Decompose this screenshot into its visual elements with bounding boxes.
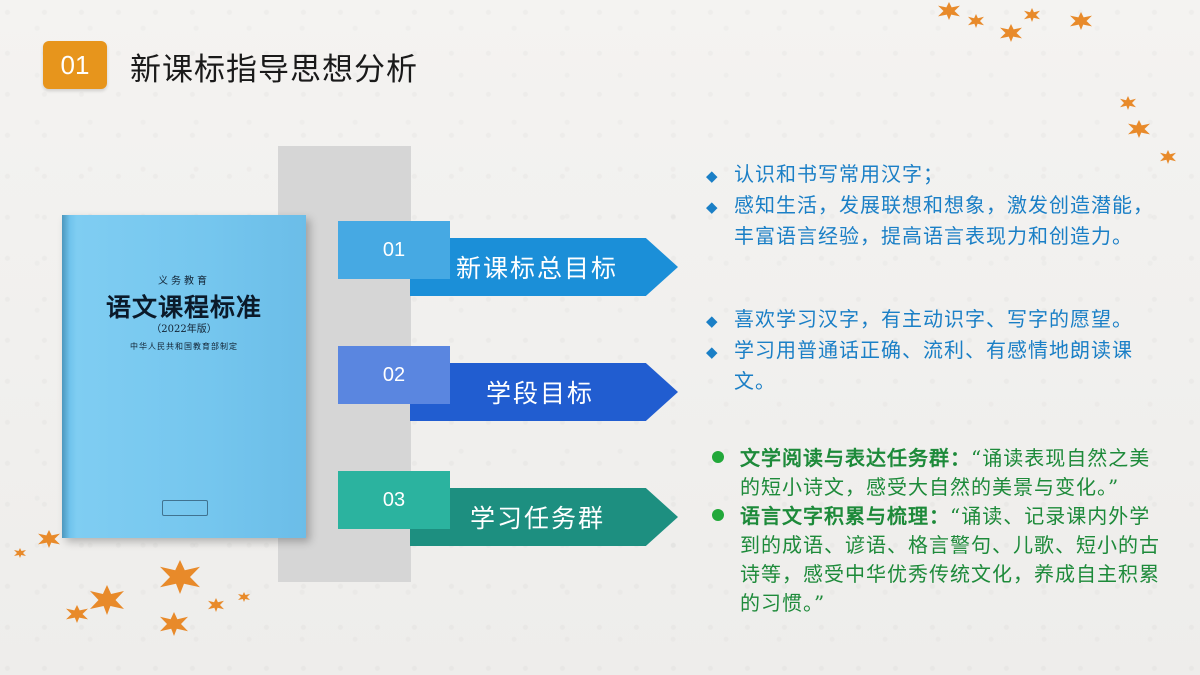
task-group-list: 文学阅读与表达任务群：“诵读表现自然之美的短小诗文，感受大自然的美景与变化。” … — [712, 444, 1162, 618]
overall-goal-list: ◆认识和书写常用汉字； ◆感知生活，发展联想和想象，激发创造潜能，丰富语言经验，… — [706, 160, 1156, 251]
item-label: 学段目标 — [486, 379, 595, 408]
diamond-bullet-icon: ◆ — [706, 198, 719, 216]
page-title: 新课标指导思想分析 — [130, 52, 418, 88]
maple-leaf-icon — [14, 548, 26, 558]
curriculum-book-cover: 义务教育 语文课程标准 （2022年版） 中华人民共和国教育部制定 — [62, 215, 306, 538]
section-number-badge: 01 — [43, 41, 107, 89]
arrow-item-task-group[interactable]: 学习任务群 — [410, 488, 678, 546]
book-title: 语文课程标准 — [105, 293, 262, 322]
stage-goal-list: ◆喜欢学习汉字，有主动识字、写字的愿望。 ◆学习用普通话正确、流利、有感情地朗读… — [706, 305, 1156, 396]
list-item: ◆认识和书写常用汉字； — [706, 160, 1156, 191]
arrow-item-stage-goal[interactable]: 学段目标 — [410, 363, 678, 421]
item-label: 新课标总目标 — [456, 254, 619, 283]
book-edition: （2022年版） — [151, 324, 217, 335]
list-item: 文学阅读与表达任务群：“诵读表现自然之美的短小诗文，感受大自然的美景与变化。” — [712, 444, 1162, 502]
diamond-bullet-icon: ◆ — [706, 167, 719, 185]
item-number-box: 03 — [338, 471, 450, 529]
publisher-logo — [162, 500, 208, 516]
arrow-item-overall-goal[interactable]: 新课标总目标 — [410, 238, 678, 296]
diamond-bullet-icon: ◆ — [706, 312, 719, 330]
item-label: 学习任务群 — [470, 504, 606, 533]
item-number-box: 02 — [338, 346, 450, 404]
list-item: 语言文字积累与梳理：“诵读、记录课内外学到的成语、谚语、格言警句、儿歌、短小的古… — [712, 502, 1162, 618]
list-item: ◆喜欢学习汉字，有主动识字、写字的愿望。 — [706, 305, 1156, 336]
diamond-bullet-icon: ◆ — [706, 343, 719, 361]
book-publisher: 中华人民共和国教育部制定 — [130, 342, 238, 351]
book-series: 义务教育 — [158, 276, 210, 287]
item-number-box: 01 — [338, 221, 450, 279]
list-item: ◆感知生活，发展联想和想象，激发创造潜能，丰富语言经验，提高语言表现力和创造力。 — [706, 193, 1154, 248]
list-item: ◆学习用普通话正确、流利、有感情地朗读课文。 — [706, 338, 1133, 393]
dot-bullet-icon — [712, 509, 724, 521]
maple-leaf-icon — [238, 592, 250, 602]
dot-bullet-icon — [712, 451, 724, 463]
